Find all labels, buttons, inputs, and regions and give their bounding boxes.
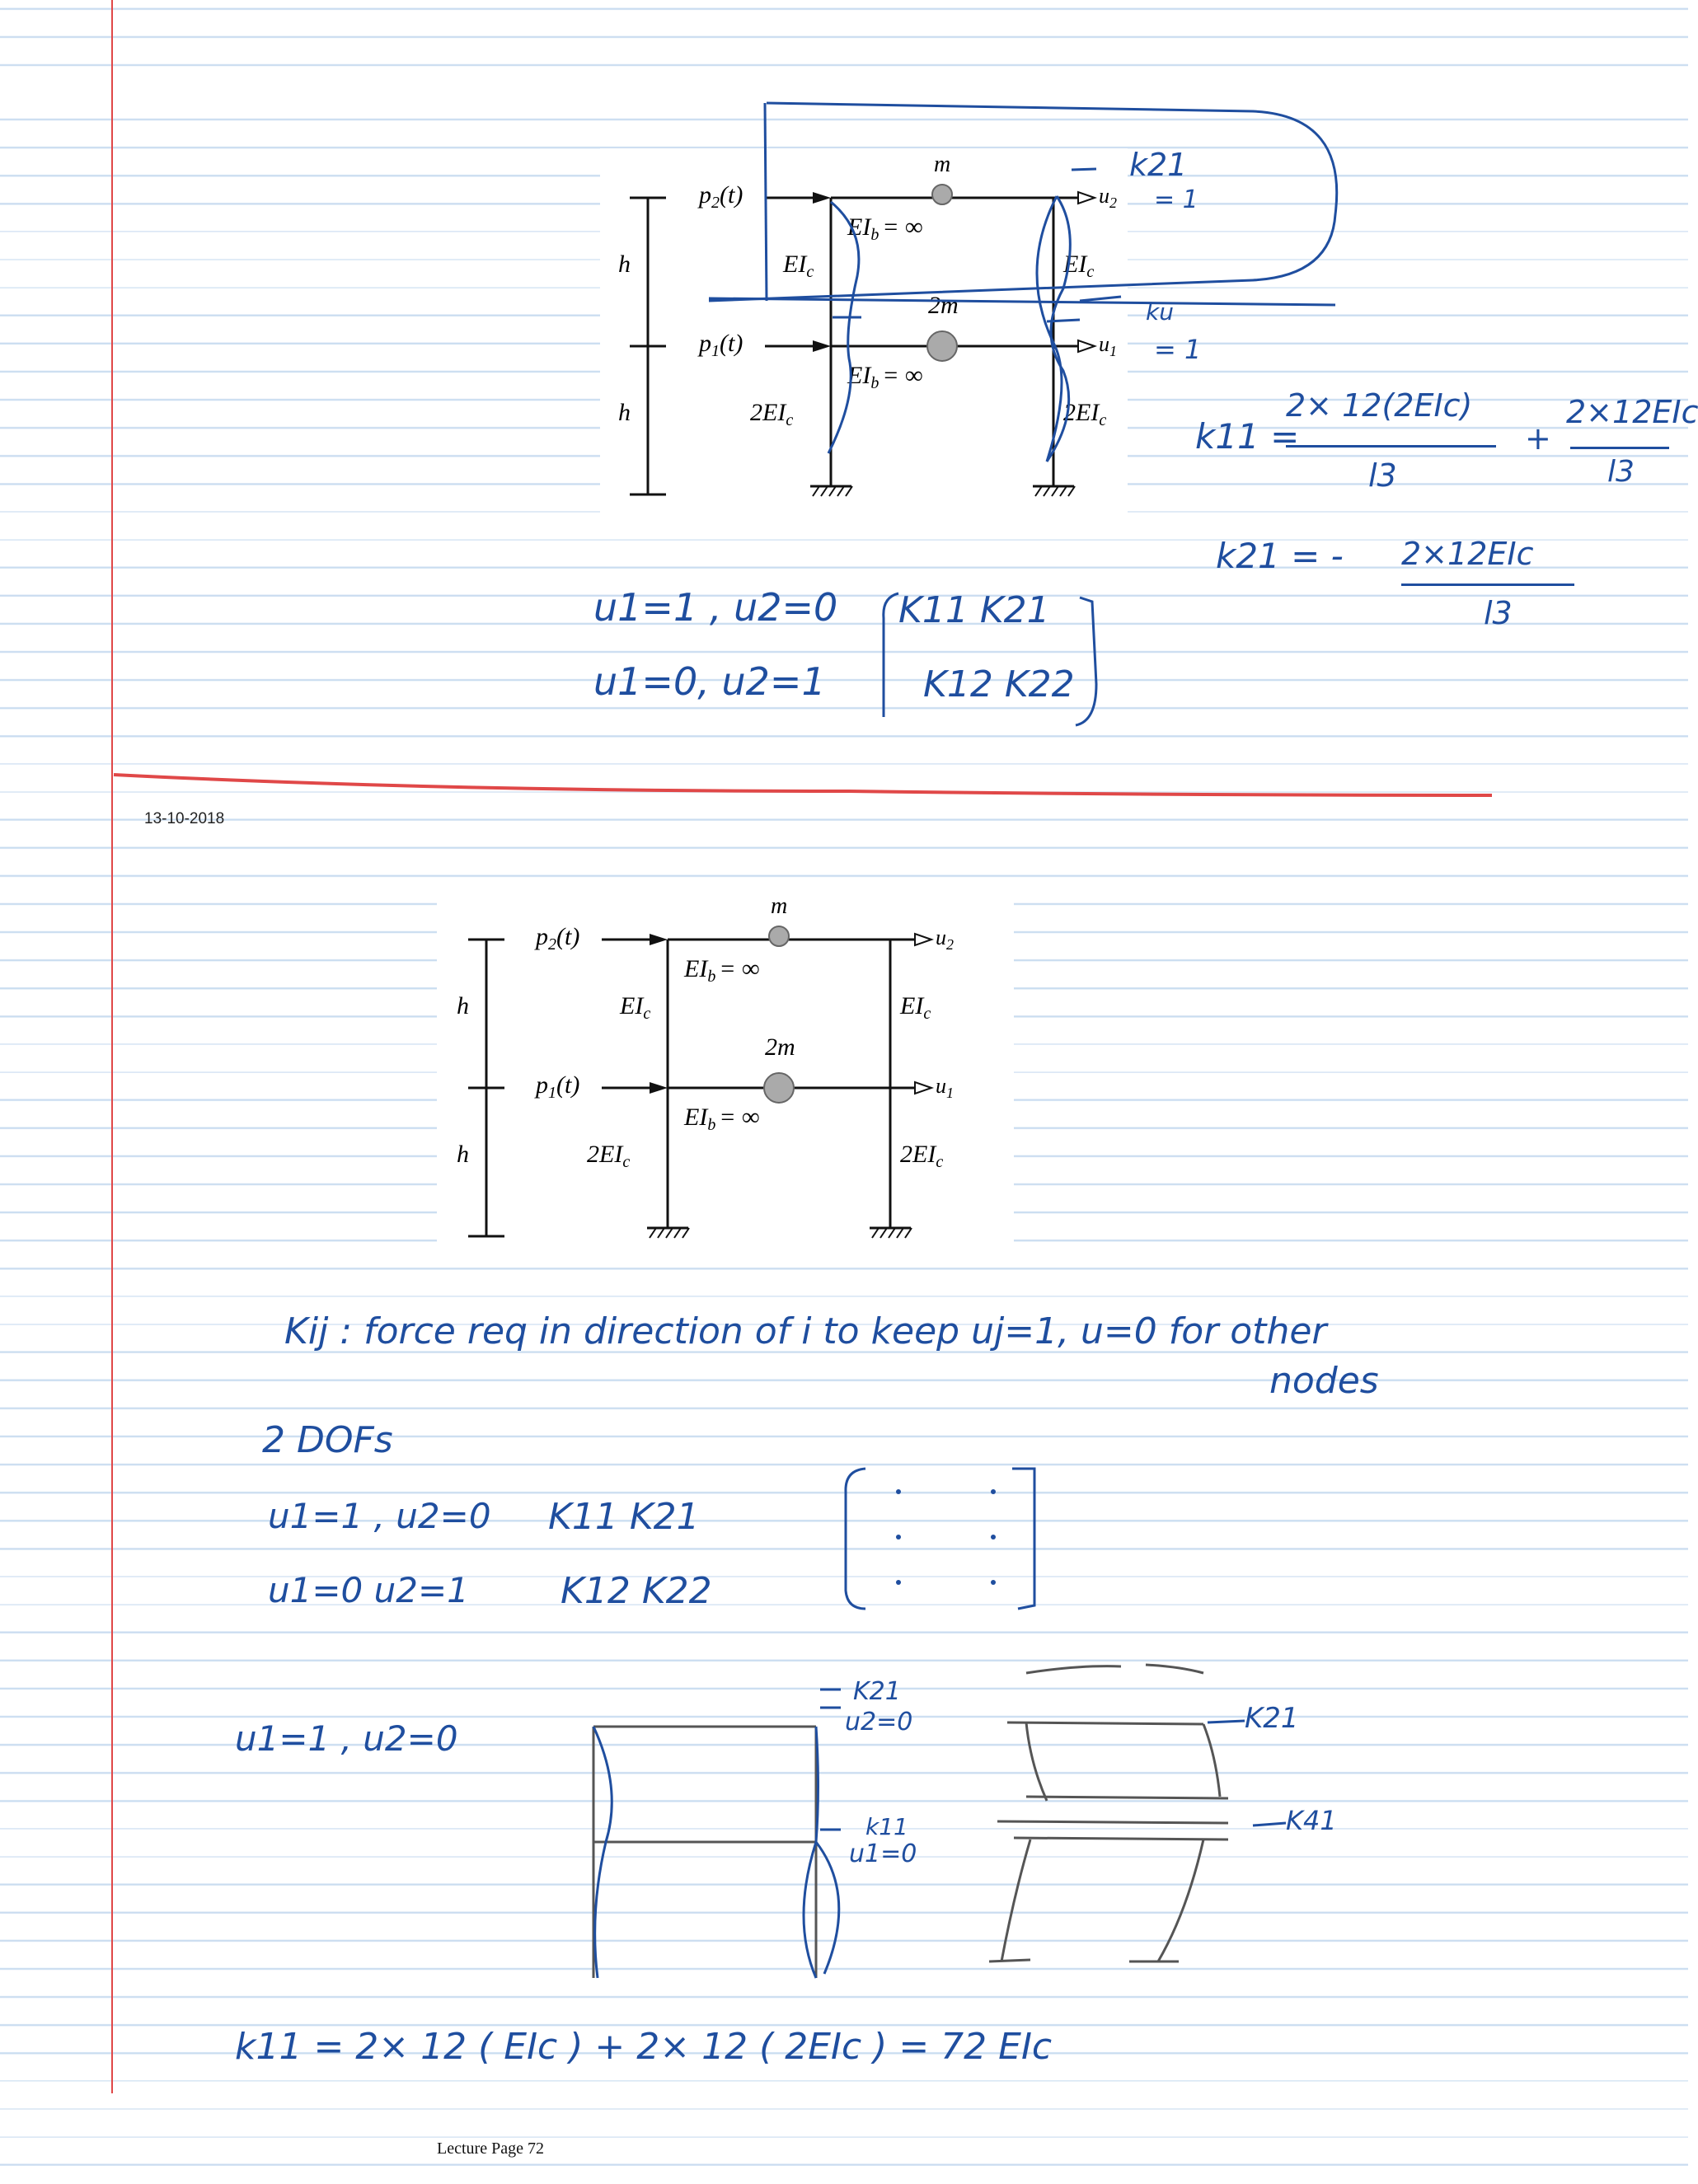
sketch2-k21: K21 [1245,1702,1299,1735]
svg-text:2EIc: 2EIc [587,1141,630,1171]
matrix-top-brackets [882,592,1098,727]
label-p2: p [697,181,711,209]
k21-lhs: k21 = - [1216,536,1344,576]
sketch-k21: K21 [853,1677,901,1706]
svg-text:p1(t): p1(t) [534,1071,579,1102]
svg-text:u2: u2 [1099,184,1117,211]
row2-case: u1=0 u2=1 [268,1570,469,1610]
k11-fraction-bar-2 [1570,447,1669,449]
svg-text:p2(t): p2(t) [534,923,579,954]
k11-num1: 2× 12(2EIc) [1286,387,1473,424]
label-p2-arg: (t) [720,181,743,209]
handwritten-overlay-top [708,101,1339,462]
case-1-top: u1=1 , u2=0 [593,585,838,630]
kij-definition-line1: Kij : force req in direction of i to kee… [284,1310,1327,1352]
svg-text:u1: u1 [936,1074,954,1101]
u1-eq: = 1 [1154,334,1202,365]
label-2m-2: 2m [765,1033,795,1061]
k11-num2: 2×12EIc [1566,394,1698,430]
label-eic-right-2: EI [899,992,925,1019]
dofs-label: 2 DOFs [262,1419,393,1461]
k11-den1: l3 [1368,457,1397,494]
matrix-bottom-brackets [844,1467,1036,1610]
label-eib-mid-2: EI [683,1104,709,1131]
kij-definition-line2: nodes [1269,1360,1379,1402]
deflection-sketch-2 [988,1663,1287,1963]
frame-2: h h m 2m p2(t) p1(t) EIb= ∞ EIb= ∞ EIc E… [437,886,1014,1265]
k11-lhs: k11 = [1195,416,1300,457]
label-u1-2: u [936,1074,946,1098]
svg-text:EIc: EIc [619,992,650,1023]
final-k11-equation: k11 = 2× 12 ( EIc ) + 2× 12 ( 2EIc ) = 7… [235,2026,1053,2068]
sketch-case-label: u1=1 , u2=0 [235,1718,458,1759]
label-p1-arg: (t) [720,330,743,357]
label-p2-2: p [534,923,548,950]
label-eic-left: EI [782,251,808,278]
sketch2-k41: K41 [1286,1805,1337,1836]
label-u2: u [1099,184,1109,208]
svg-text:EIc: EIc [782,251,814,281]
label-u1: u [1099,332,1109,356]
date-stamp: 13-10-2018 [144,810,225,827]
red-divider [113,773,1493,797]
story-h-lower-2: h [457,1141,469,1168]
sketch-k11: k11 [865,1813,908,1840]
svg-text:u2: u2 [936,926,954,953]
story-h-upper: h [618,251,631,278]
svg-text:p2(t): p2(t) [697,181,743,212]
label-m: m [934,152,950,177]
matrix-top-row1: K11 K21 [898,589,1050,631]
k11-plus: + [1525,420,1551,457]
k11-fraction-bar-1 [1286,445,1496,448]
svg-text:EIb= ∞: EIb= ∞ [683,1104,759,1134]
label-2eic-right-2: 2EI [900,1141,937,1168]
row2-k: K12 K22 [561,1570,712,1612]
svg-text:2EIc: 2EIc [900,1141,943,1171]
k11-den2: l3 [1607,455,1635,489]
label-p1-sub: 1 [711,342,720,360]
frame-1: h h m 2m p2(t) p1(t) EIb= ∞ EIb= ∞ EIc E… [600,148,1128,519]
k21-fraction-bar [1401,583,1574,586]
label-2eic-left: 2EI [750,399,787,426]
row1-case: u1=1 , u2=0 [268,1496,491,1536]
label-m-2: m [771,893,787,919]
story-h-lower: h [618,399,631,426]
k21-num: 2×12EIc [1401,536,1534,572]
label-p1-2: p [534,1071,548,1099]
label-p2-sub: 2 [711,194,720,212]
u2-eq: = 1 [1154,185,1198,214]
sketch-u1: u1=0 [849,1840,917,1868]
k21-den: l3 [1484,595,1513,631]
svg-text:EIc: EIc [899,992,931,1023]
svg-text:2EIc: 2EIc [750,399,793,429]
k11-small: ku [1146,298,1174,326]
label-eic-left-2: EI [619,992,645,1019]
deflection-sketch-1 [592,1688,841,1979]
case-2-top: u1=0, u2=1 [593,659,826,704]
row1-k: K11 K21 [548,1496,700,1538]
margin-line [111,0,113,2093]
label-2m: 2m [928,292,959,319]
label-p1: p [697,330,711,357]
label-eib-top-2: EI [683,955,709,982]
label-u2-2: u [936,926,946,949]
svg-text:EIb= ∞: EIb= ∞ [683,955,759,986]
svg-text:u1: u1 [1099,332,1117,359]
story-h-upper-2: h [457,992,469,1019]
svg-text:p1(t): p1(t) [697,330,743,360]
label-2eic-left-2: 2EI [587,1141,624,1168]
matrix-top-row2: K12 K22 [923,663,1075,705]
k21-label-top: k21 [1129,147,1188,183]
page-footer: Lecture Page 72 [437,2139,544,2158]
sketch-u2: u2=0 [845,1708,913,1736]
